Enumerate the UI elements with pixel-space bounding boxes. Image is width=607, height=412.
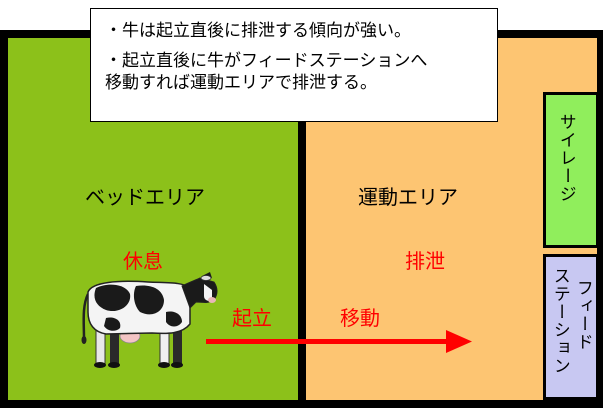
feed-station-label-line1: フィード <box>572 279 593 351</box>
rest-label: 休息 <box>123 249 163 273</box>
feed-station-zone: フィード ステーション <box>543 254 599 400</box>
callout-line-2a: ・起立直後に牛がフィードステーションへ <box>105 51 428 71</box>
zone-divider <box>298 38 306 400</box>
move-label: 移動 <box>340 306 380 330</box>
move-arrow-icon <box>206 330 472 353</box>
silage-label: サイレージ <box>555 113 576 203</box>
callout-box: ・牛は起立直後に排泄する傾向が強い。 ・起立直後に牛がフィードステーションへ 移… <box>90 8 498 122</box>
callout-line-2b: 移動すれば運動エリアで排泄する。 <box>105 73 377 93</box>
cow-icon <box>81 272 218 368</box>
exercise-area-label: 運動エリア <box>358 185 458 209</box>
excrete-label: 排泄 <box>405 249 445 273</box>
standing-label: 起立 <box>232 306 272 330</box>
callout-line-1: ・牛は起立直後に排泄する傾向が強い。 <box>105 21 411 41</box>
feed-station-label-line2: ステーション <box>549 267 570 375</box>
silage-zone: サイレージ <box>543 92 599 248</box>
bed-area-label: ベッドエリア <box>85 185 205 209</box>
